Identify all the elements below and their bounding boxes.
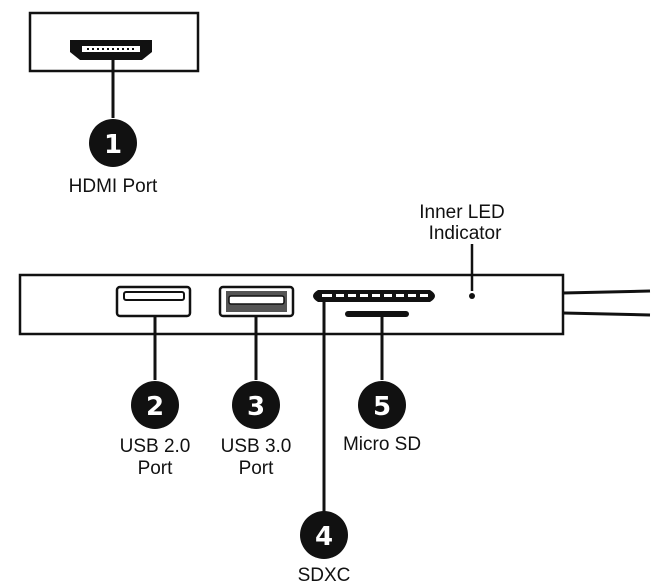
sdxc-slot-icon [313, 290, 435, 302]
usb-2-port-label-line1: USB 2.0 [120, 436, 191, 457]
sdxc-label: SDXC [298, 565, 351, 586]
svg-text:1: 1 [104, 130, 122, 160]
usb-2-port-label-line2: Port [138, 458, 174, 479]
usb-3-port-label-line2: Port [239, 458, 275, 479]
micro-sd-label: Micro SD [343, 434, 421, 455]
inner-led-label-line2: Indicator [429, 223, 503, 244]
callout-badge-4: 4 [300, 511, 348, 559]
svg-text:5: 5 [373, 392, 391, 422]
usb-2-port-icon [115, 285, 192, 318]
inner-led-label-line1: Inner LED [419, 202, 505, 223]
callout-badge-1: 1 [89, 119, 137, 167]
usb-3-port-icon [218, 285, 295, 318]
svg-text:4: 4 [315, 522, 333, 552]
callout-badge-5: 5 [358, 381, 406, 429]
callout-badge-2: 2 [131, 381, 179, 429]
micro-sd-slot-icon [345, 311, 409, 317]
hdmi-port-icon [70, 40, 152, 60]
usb-3-port-label-line1: USB 3.0 [221, 436, 292, 457]
svg-text:3: 3 [247, 392, 265, 422]
hub-cable [562, 289, 651, 317]
hdmi-port-label: HDMI Port [69, 176, 158, 197]
inner-led-dot [469, 293, 475, 299]
callout-badge-3: 3 [232, 381, 280, 429]
svg-text:2: 2 [146, 392, 164, 422]
